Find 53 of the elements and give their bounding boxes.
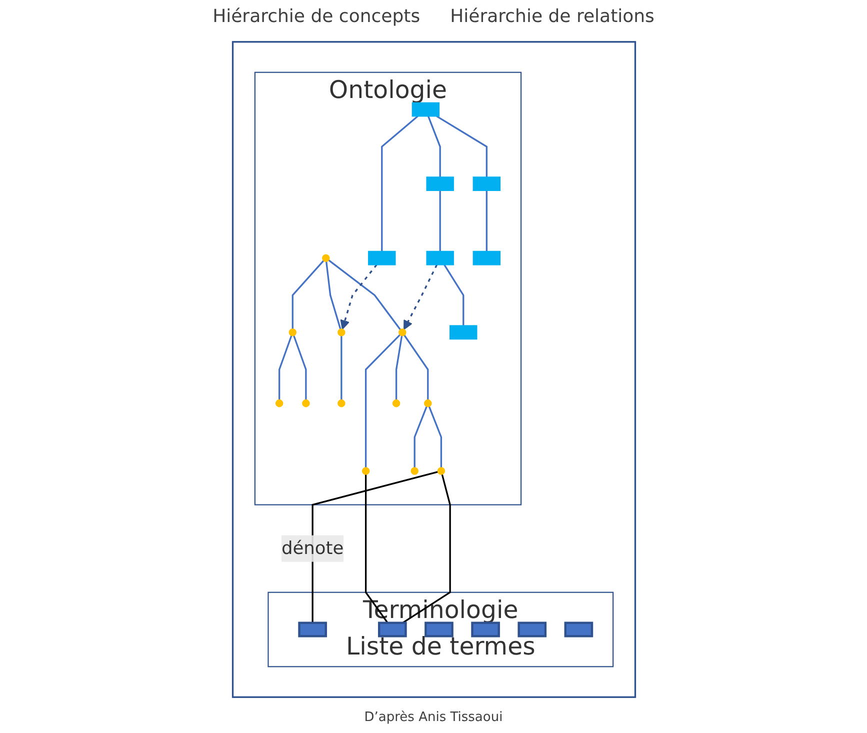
cluster [231,41,636,698]
node-bar [564,622,593,638]
connector [443,264,464,326]
node-circle [302,399,310,408]
connector [394,336,402,400]
connector [324,261,341,330]
node-circle [392,399,400,408]
connector [426,116,440,178]
arrow [340,264,377,330]
connector [278,335,292,400]
connector [328,259,401,330]
connector [402,474,450,624]
connector [485,190,487,252]
node-circle [322,254,330,262]
arrow [403,264,438,330]
node-bar [424,622,453,638]
connector [340,336,342,400]
connector [311,471,438,623]
node-bar [517,622,546,638]
heading-text: Hiérarchie de concepts [212,6,420,27]
connector [364,334,400,468]
connector [380,116,418,252]
node-circle [288,328,296,336]
node-box [426,176,454,191]
node-bar [378,622,406,638]
connector [413,406,427,468]
node-box [368,250,396,266]
node-box [411,102,440,117]
cluster: Ontologie [254,72,522,506]
node-circle [337,328,345,336]
connector [292,335,306,400]
connector [403,334,428,400]
node-circle [274,399,283,408]
connector [428,406,442,468]
edge-label: dénote [280,537,344,559]
node-box [472,250,500,266]
caption: D’après Anis Tissaoui [364,710,503,725]
node-circle [398,328,406,336]
connector [436,115,487,178]
heading-text: Hiérarchie de relations [450,6,654,27]
node-box [449,325,477,340]
node-circle [436,467,445,475]
node-circle [337,399,345,408]
node-circle [361,467,370,475]
connector [364,474,388,624]
node-circle [424,399,432,408]
connector [291,260,324,330]
node-bar [298,622,326,638]
node-box [426,250,454,266]
node-bar [470,622,500,638]
node-box [472,176,500,191]
node-circle [410,467,418,475]
connector [438,190,440,252]
